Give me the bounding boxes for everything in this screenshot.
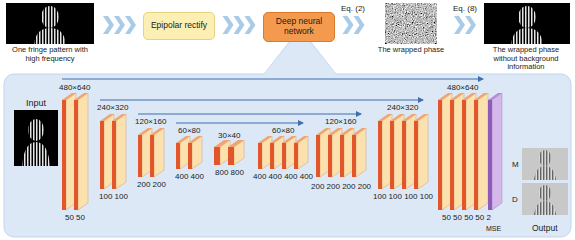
conv-layer	[282, 136, 296, 169]
layer-label: 120×160	[135, 117, 166, 126]
process-box: Epipolar rectify	[143, 12, 215, 40]
skip-connection	[176, 122, 303, 123]
layer-label: 200 200	[137, 180, 166, 189]
conv-layer	[462, 93, 476, 210]
image-with-caption: The wrapped phase	[372, 2, 450, 55]
image-with-caption: The wrapped phase without background inf…	[480, 2, 572, 72]
skip-connection	[100, 99, 423, 100]
layer-label: 60×80	[178, 126, 200, 135]
output-image-d	[522, 183, 568, 215]
output-image-m	[522, 148, 568, 180]
layer-label: 800 800	[215, 168, 244, 177]
conv-layer	[188, 136, 202, 169]
layer-label: 480×640	[59, 83, 90, 92]
layer-label: D	[512, 195, 518, 204]
fringe-image	[6, 3, 94, 44]
conv-layer	[352, 128, 366, 177]
layer-label: 400 400	[175, 172, 204, 181]
layer-label: 120×160	[325, 117, 356, 126]
box-label: Deep neural network	[268, 17, 330, 37]
conv-layer	[450, 93, 464, 210]
conv-layer	[150, 128, 164, 177]
process-box: Deep neural network	[263, 12, 335, 42]
layer-label: 400 400 400 400	[253, 172, 313, 181]
conv-layer	[138, 128, 152, 177]
conv-layer	[474, 93, 488, 210]
conv-layer	[270, 136, 284, 169]
conv-layer	[258, 136, 272, 169]
chevron-connector	[103, 16, 136, 34]
layer-label: 100 100 100 100	[373, 192, 433, 201]
conv-layer	[402, 114, 416, 189]
conv-layer	[438, 93, 452, 210]
image-caption: The wrapped phase	[372, 46, 450, 55]
network-panel	[4, 74, 571, 237]
conv-layer	[100, 114, 114, 189]
layer-label: 240×320	[387, 103, 418, 112]
conv-layer	[340, 128, 354, 177]
layer-label: Input	[26, 98, 46, 108]
layer-label: 50 50	[65, 213, 85, 222]
zoom-callout	[264, 41, 336, 75]
layer-label: 200 200 200 200	[311, 182, 371, 191]
layer-label: 100 100	[99, 192, 128, 201]
conv-layer	[414, 114, 428, 189]
image-with-caption: One fringe pattern with high frequency	[4, 2, 96, 63]
masked-phase-image	[484, 3, 570, 44]
layer-label: M	[512, 160, 519, 169]
zoom-edge	[310, 41, 336, 74]
conv-layer	[214, 140, 230, 165]
equation-label: Eq. (2)	[341, 4, 365, 13]
conv-layer	[74, 93, 88, 210]
layer-label: 60×80	[272, 126, 294, 135]
conv-layer	[228, 140, 244, 165]
layer-label: 30×40	[218, 131, 240, 140]
output-layer	[488, 93, 502, 210]
image-caption: One fringe pattern with high frequency	[4, 46, 96, 63]
conv-layer	[176, 136, 190, 169]
box-label: Epipolar rectify	[151, 21, 207, 31]
layer-label: MSE	[486, 225, 501, 233]
layer-label: Output	[532, 224, 558, 234]
equation-label: Eq. (8)	[453, 4, 477, 13]
conv-layer	[390, 114, 404, 189]
conv-layer	[328, 128, 342, 177]
conv-layer	[294, 136, 308, 169]
layer-label: 50 50 50 50 2	[442, 213, 491, 222]
conv-layer	[62, 93, 76, 210]
image-caption: The wrapped phase without background inf…	[480, 46, 572, 72]
chevron-connector	[454, 16, 476, 34]
skip-connection	[62, 78, 483, 79]
chevron-connector	[343, 16, 365, 34]
layer-label: 240×320	[97, 103, 128, 112]
input-image	[14, 110, 58, 166]
layer-label: 480×640	[447, 83, 478, 92]
conv-layer	[316, 128, 330, 177]
wrapped-phase-image	[385, 3, 437, 44]
skip-connection	[138, 113, 361, 114]
conv-layer	[112, 114, 126, 189]
chevron-connector	[223, 16, 256, 34]
conv-layer	[378, 114, 392, 189]
zoom-edge	[264, 41, 290, 74]
